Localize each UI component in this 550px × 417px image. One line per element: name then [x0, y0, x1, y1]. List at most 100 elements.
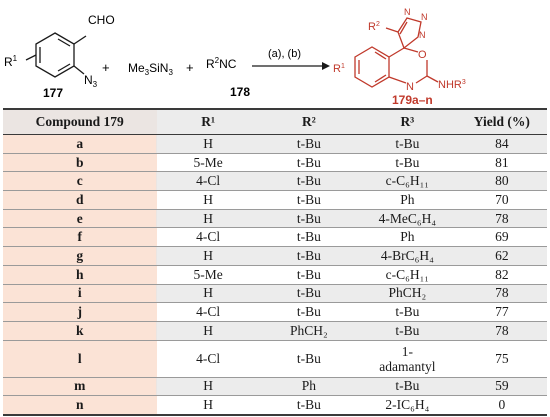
- cell-r3: t-Bu: [357, 302, 457, 322]
- cell-r2: t-Bu: [259, 395, 358, 416]
- compound-178-label: 178: [230, 85, 250, 99]
- product-r1-label: R1: [333, 63, 345, 75]
- cell-r2: t-Bu: [259, 340, 358, 378]
- cell-yield: 77: [456, 302, 547, 322]
- cell-yield: 81: [456, 153, 547, 173]
- triazole-n2-label: N: [421, 12, 428, 22]
- cell-r2: t-Bu: [259, 209, 358, 229]
- cell-r2: PhCH₂: [259, 321, 358, 341]
- cell-r1: 4-Cl: [156, 302, 260, 322]
- cell-compound: l: [3, 340, 157, 378]
- cho-label: CHO: [88, 13, 115, 27]
- cell-compound: g: [3, 246, 157, 266]
- cell-yield: 84: [456, 134, 547, 154]
- cell-compound: a: [3, 134, 157, 154]
- cell-r3: t-Bu: [357, 134, 457, 154]
- cell-r1: H: [156, 377, 260, 397]
- cell-r1: H: [156, 284, 260, 304]
- isocyanide-reagent: R2NC: [206, 56, 237, 71]
- header-r2: R²: [259, 108, 358, 135]
- cell-r1: 4-Cl: [156, 227, 260, 248]
- cell-compound: i: [3, 284, 157, 304]
- header-yield: Yield (%): [456, 108, 547, 135]
- header-r1: R¹: [156, 108, 260, 135]
- table-header-row: Compound 179 R¹ R² R³ Yield (%): [3, 108, 547, 135]
- cell-r3: t-Bu: [357, 153, 457, 173]
- cell-yield: 70: [456, 190, 547, 210]
- cell-r2: t-Bu: [259, 134, 358, 154]
- cell-r2: t-Bu: [259, 284, 358, 304]
- cell-r3: 4-BrC₆H₄: [357, 246, 457, 266]
- product-179-label: 179a–n: [392, 93, 433, 106]
- cell-r1: H: [156, 321, 260, 341]
- cell-r1: H: [156, 190, 260, 210]
- reaction-scheme: CHO N3 R1 177 + Me3SiN3 + R2NC 178 (a), …: [4, 7, 466, 106]
- cell-r3: t-Bu: [357, 377, 457, 397]
- cell-r3: PhCH₂: [357, 284, 457, 304]
- triazole-n1-label: N: [404, 7, 411, 17]
- cell-yield: 75: [456, 340, 547, 378]
- cell-yield: 82: [456, 265, 547, 285]
- cell-yield: 78: [456, 321, 547, 341]
- cell-r3: c-C₆H₁₁: [357, 171, 457, 192]
- product-oxygen-label: O: [418, 49, 427, 61]
- cell-compound: j: [3, 302, 157, 322]
- azide-label: N3: [84, 73, 98, 89]
- cell-yield: 80: [456, 171, 547, 192]
- cell-yield: 62: [456, 246, 547, 266]
- cell-yield: 78: [456, 284, 547, 304]
- compound-177-label: 177: [43, 86, 63, 100]
- cell-r2: t-Bu: [259, 171, 358, 192]
- cell-r3: Ph: [357, 227, 457, 248]
- tmsn3-reagent: Me3SiN3: [128, 61, 173, 77]
- plus-sign-1: +: [102, 60, 110, 75]
- r1-label: R1: [4, 54, 18, 69]
- product-179-structure: [354, 17, 439, 88]
- cell-r2: t-Bu: [259, 302, 358, 322]
- cell-r3: 2-IC₆H₄: [357, 395, 457, 416]
- cell-r2: Ph: [259, 377, 358, 397]
- cell-r2: t-Bu: [259, 227, 358, 248]
- triazole-n3-label: N: [419, 30, 426, 40]
- cell-r1: H: [156, 209, 260, 229]
- cell-yield: 69: [456, 227, 547, 248]
- cell-r3: c-C₆H₁₁: [357, 265, 457, 285]
- cell-compound: e: [3, 209, 157, 229]
- plus-sign-2: +: [186, 60, 194, 75]
- cell-r2: t-Bu: [259, 190, 358, 210]
- cell-compound: k: [3, 321, 157, 341]
- cell-compound: b: [3, 153, 157, 173]
- product-labels: R2 R1 O N NHR3 N N N: [333, 7, 466, 93]
- cell-compound: m: [3, 377, 157, 397]
- cell-r1: 5-Me: [156, 265, 260, 285]
- cell-r1: 5-Me: [156, 153, 260, 173]
- reactant-177-structure: [25, 32, 87, 78]
- cell-compound: c: [3, 171, 157, 192]
- cell-yield: 0: [456, 395, 547, 416]
- cell-compound: n: [3, 395, 157, 416]
- conditions-label: (a), (b): [268, 48, 301, 60]
- cell-r2: t-Bu: [259, 265, 358, 285]
- cell-r3: 1-adamantyl: [357, 340, 457, 378]
- cell-r3: t-Bu: [357, 321, 457, 341]
- header-r3: R³: [357, 108, 457, 135]
- header-compound: Compound 179: [3, 108, 157, 135]
- product-nhr3-label: NHR3: [438, 79, 466, 91]
- cell-compound: f: [3, 227, 157, 248]
